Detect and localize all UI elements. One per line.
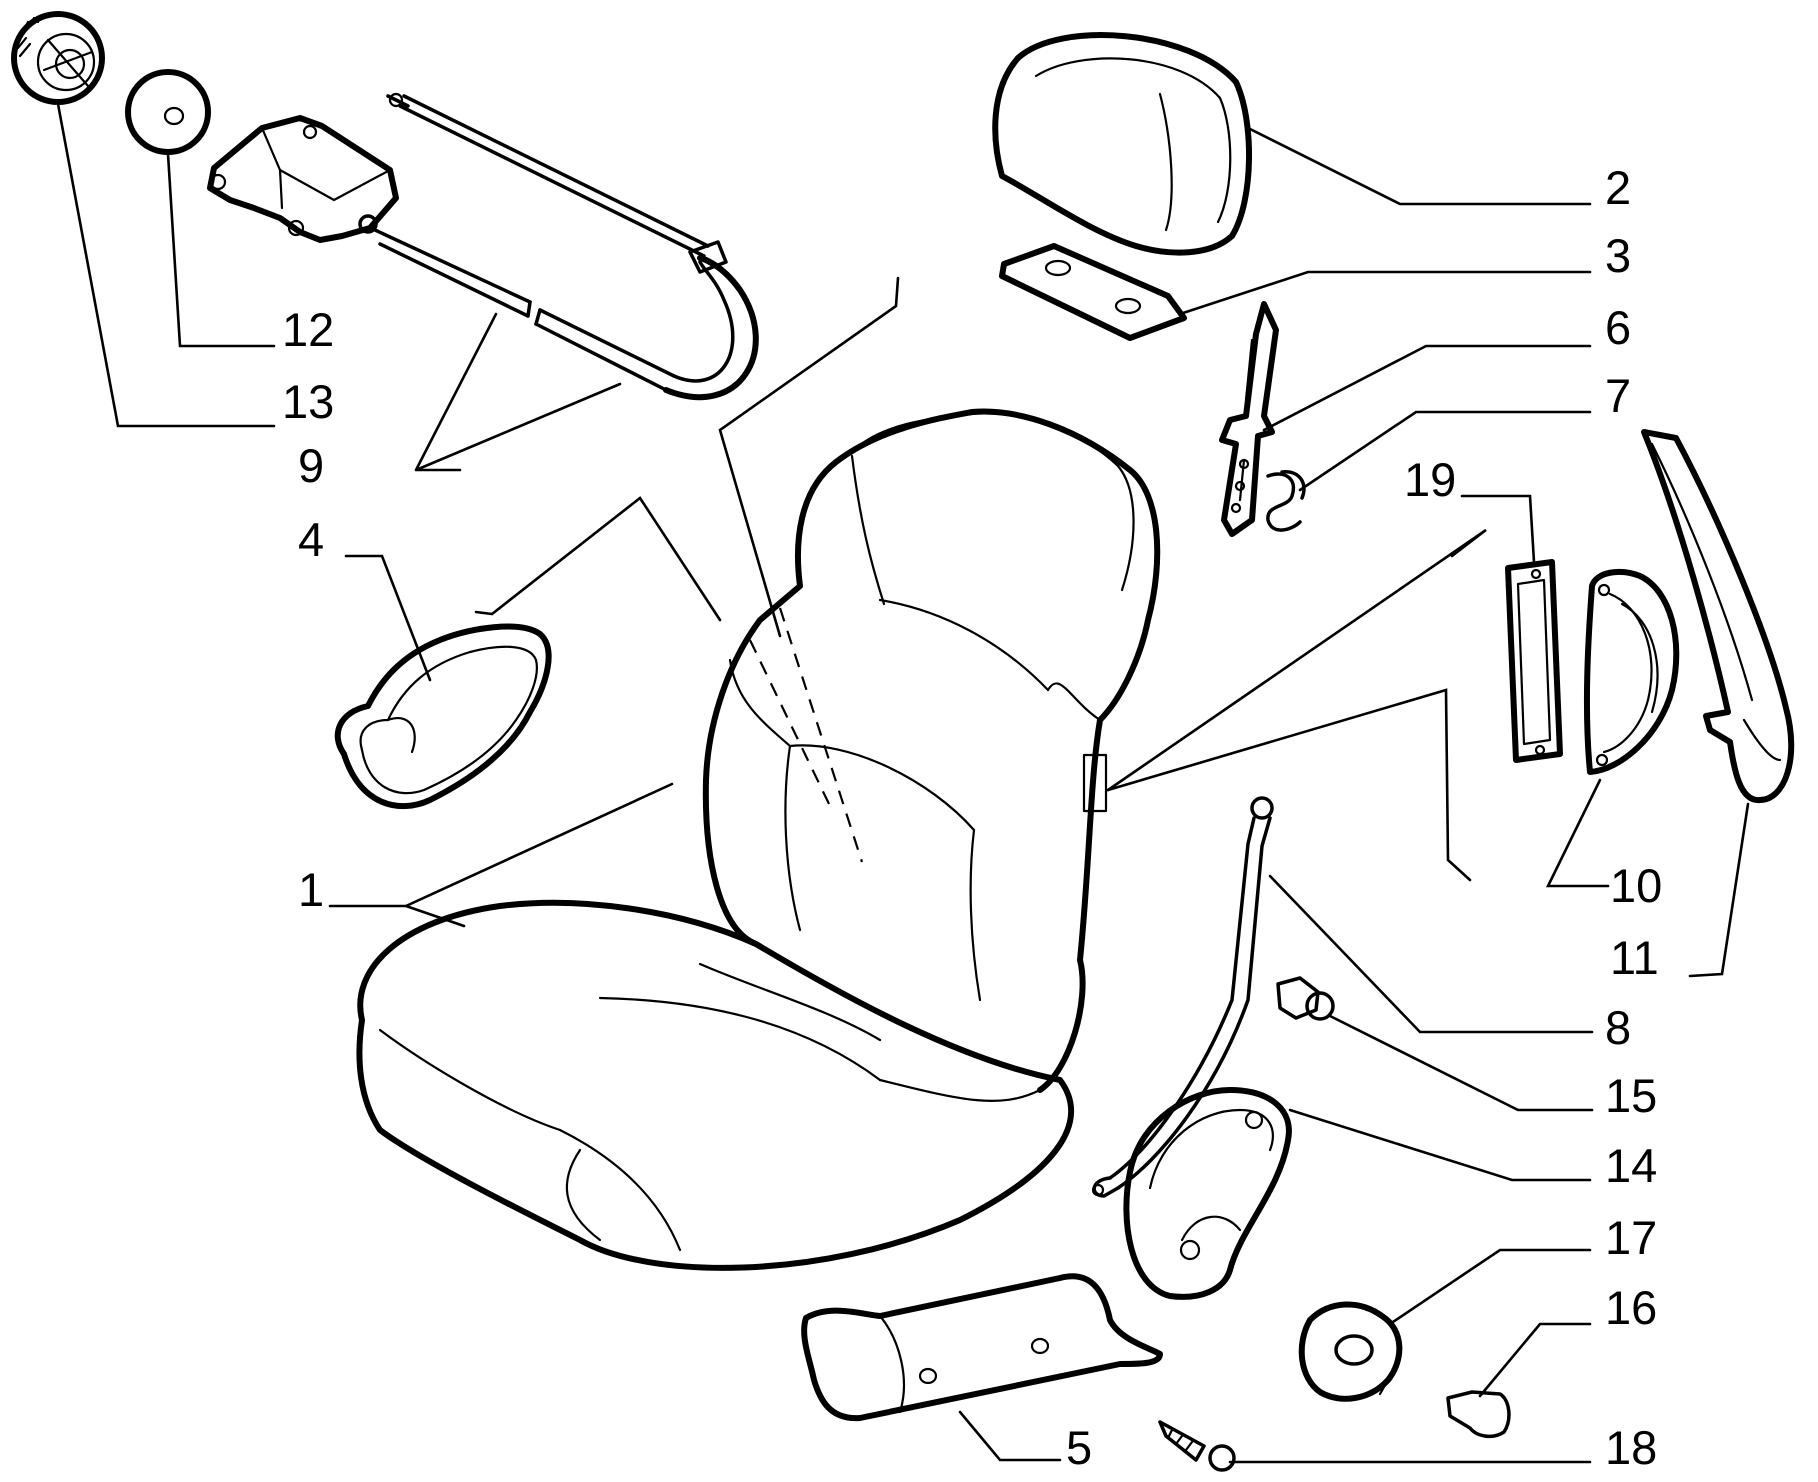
callout-labels: 2 3 6 7 19 10 11 8 15 14 17 16 18 5 12 1… bbox=[282, 161, 1662, 1474]
part-6-guide-drawing bbox=[1219, 301, 1279, 537]
leader-lines bbox=[56, 102, 1750, 1464]
part-4-side-cover-drawing bbox=[334, 623, 552, 810]
callout-2: 2 bbox=[1605, 161, 1631, 214]
part-11-lever-drawing bbox=[1641, 429, 1795, 803]
part-9-cable-drawing bbox=[207, 92, 759, 401]
part-5-trim-drawing bbox=[801, 1273, 1163, 1422]
part-14-side-panel-drawing bbox=[1123, 1087, 1292, 1300]
part-2-headrest-drawing bbox=[992, 32, 1253, 256]
callout-16: 16 bbox=[1605, 1281, 1657, 1334]
part-1-seat-drawing bbox=[356, 408, 1161, 1271]
callout-13: 13 bbox=[282, 375, 334, 428]
part-19-plate-drawing bbox=[1505, 559, 1563, 763]
callout-9: 9 bbox=[298, 439, 324, 492]
part-3-plate-drawing bbox=[999, 243, 1187, 341]
callout-17: 17 bbox=[1605, 1211, 1657, 1264]
part-15-clip-drawing bbox=[1276, 976, 1335, 1021]
callout-3: 3 bbox=[1605, 229, 1631, 282]
part-8-strap-drawing bbox=[1091, 796, 1274, 1198]
part-10-bracket-drawing bbox=[1583, 568, 1680, 775]
callout-14: 14 bbox=[1605, 1139, 1657, 1192]
callout-6: 6 bbox=[1605, 301, 1631, 354]
part-17-star-knob-drawing bbox=[1298, 1301, 1403, 1402]
part-13-knob-drawing bbox=[11, 11, 105, 105]
part-7-spring-drawing bbox=[1266, 470, 1306, 532]
callout-18: 18 bbox=[1605, 1421, 1657, 1474]
callout-10: 10 bbox=[1610, 859, 1662, 912]
part-18-screw-drawing bbox=[1158, 1420, 1236, 1472]
callout-11: 11 bbox=[1610, 931, 1659, 984]
callout-7: 7 bbox=[1605, 369, 1631, 422]
callout-12: 12 bbox=[282, 303, 334, 356]
part-16-cap-drawing bbox=[1446, 1390, 1511, 1439]
callout-8: 8 bbox=[1605, 1001, 1631, 1054]
part-12-washer-drawing bbox=[125, 69, 211, 155]
callout-15: 15 bbox=[1605, 1069, 1657, 1122]
callout-4: 4 bbox=[298, 513, 324, 566]
callout-19: 19 bbox=[1404, 453, 1456, 506]
callout-1: 1 bbox=[298, 863, 324, 916]
callout-5: 5 bbox=[1066, 1421, 1092, 1474]
